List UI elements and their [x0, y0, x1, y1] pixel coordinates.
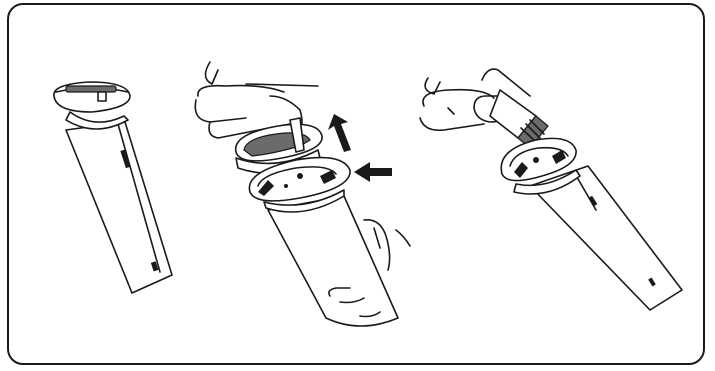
figure-frame [7, 3, 705, 365]
arrow-left [354, 162, 392, 182]
arrow-up-right [328, 114, 351, 152]
step-1-shaver-assembled [53, 81, 173, 294]
shaver-body-open [248, 156, 399, 327]
shaver-without-head [500, 137, 683, 311]
step-3-clean-with-brush [419, 68, 683, 311]
lower-hand [328, 219, 411, 318]
shaver-handle [65, 121, 173, 294]
step-2-remove-shaving-head [194, 61, 411, 327]
cleaning-brush [489, 89, 549, 149]
brush-hand [419, 68, 531, 132]
shaving-head [53, 81, 131, 130]
upper-hand [194, 61, 319, 141]
